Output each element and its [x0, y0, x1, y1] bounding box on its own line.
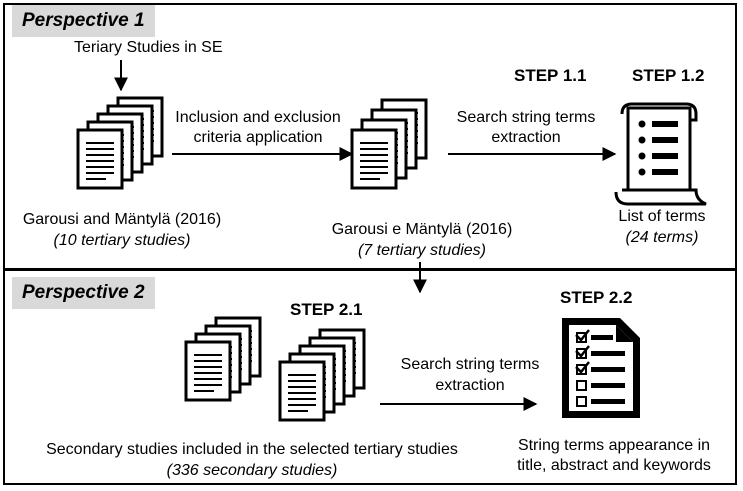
- document-stack-icon: [350, 98, 428, 190]
- input-docs-count: (10 tertiary studies): [53, 232, 191, 249]
- inclusion-label-line1: Inclusion and exclusion: [175, 109, 341, 126]
- perspective-1-title: Perspective 1: [12, 5, 155, 37]
- step-1-1-label: STEP 1.1: [514, 66, 587, 85]
- appearance-line1: String terms appearance in: [517, 437, 711, 454]
- document-stack-icon: [76, 96, 164, 190]
- checklist-icon: [562, 318, 640, 418]
- search-label-2-line2: extraction: [435, 377, 505, 394]
- perspective-2-title: Perspective 2: [12, 277, 155, 309]
- search-label-line1: Search string terms: [456, 109, 596, 126]
- secondary-title: Secondary studies included in the select…: [46, 441, 458, 458]
- step-2-1-label: STEP 2.1: [290, 300, 363, 319]
- step-1-2-label: STEP 1.2: [632, 66, 705, 85]
- filtered-docs-title: Garousi e Mäntylä (2016): [331, 221, 513, 238]
- document-stack-icon: [184, 316, 262, 402]
- document-stack-icon: [278, 328, 366, 422]
- terms-title: List of terms: [618, 208, 706, 225]
- filtered-docs-count: (7 tertiary studies): [357, 242, 487, 259]
- source-label: Teriary Studies in SE: [74, 39, 223, 56]
- input-docs-title: Garousi and Mäntylä (2016): [22, 211, 222, 228]
- terms-count: (24 terms): [625, 229, 699, 246]
- search-label-line2: extraction: [491, 129, 561, 146]
- scroll-list-icon: [614, 102, 707, 206]
- perspective-2-panel: [3, 269, 737, 485]
- appearance-line2: title, abstract and keywords: [517, 457, 711, 474]
- step-2-2-label: STEP 2.2: [560, 288, 633, 307]
- secondary-count: (336 secondary studies): [166, 462, 338, 479]
- search-label-2-line1: Search string terms: [400, 356, 540, 373]
- inclusion-label-line2: criteria application: [193, 129, 323, 146]
